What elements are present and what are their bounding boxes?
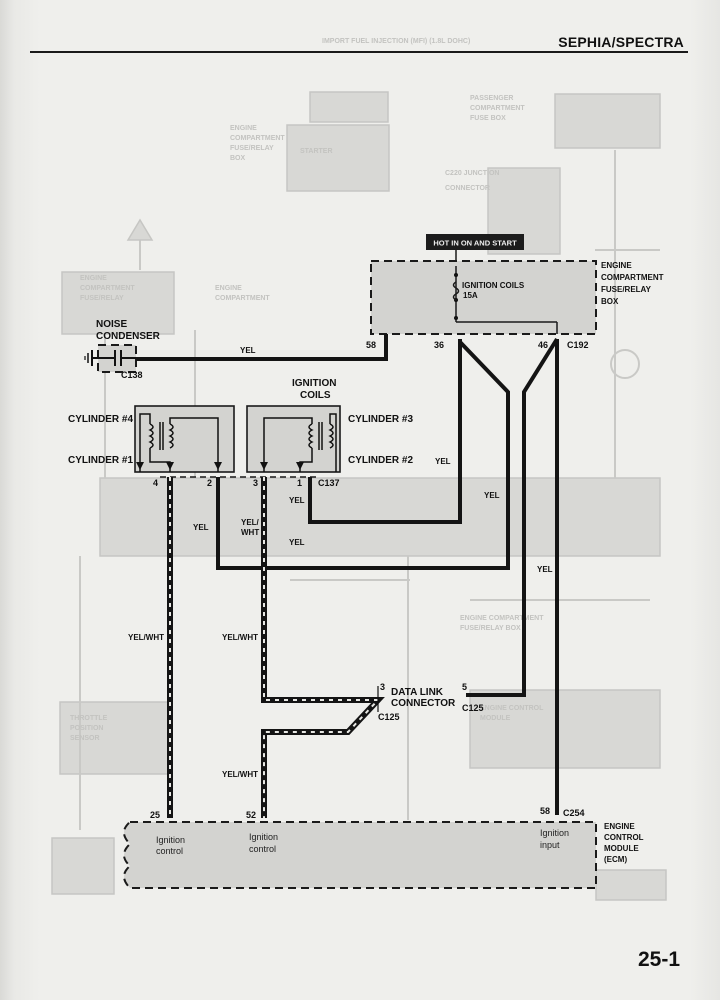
wire-pin46-dlc [466,337,559,697]
page-number: 25-1 [637,948,680,971]
c138-label: C138 [121,370,143,380]
svg-text:FUSE/RELAY: FUSE/RELAY [80,295,124,302]
svg-text:FUSE/RELAY BOX: FUSE/RELAY BOX [460,625,521,632]
wire-label-yelwht-mid: YEL/WHT [222,633,258,642]
cylinder-4-label: CYLINDER #4 [68,414,133,425]
ecm-line2: CONTROL [604,833,644,842]
svg-text:ENGINE CONTROL: ENGINE CONTROL [480,705,544,712]
dlc-pin-3: 3 [380,682,385,692]
efb-line1: ENGINE [601,261,632,270]
ecm-line3: MODULE [604,844,639,853]
hot-in-on-start-bar [426,234,524,250]
svg-text:MODULE: MODULE [480,715,511,722]
cylinder-1-label: CYLINDER #1 [68,455,133,466]
pin-58-fuse: 58 [366,340,376,350]
efb-line3: FUSE/RELAY [601,285,652,294]
ecm-pin25-desc-b: control [156,846,183,856]
engine-fuse-relay-box [370,250,597,335]
svg-text:FUSE/RELAY: FUSE/RELAY [230,145,274,152]
pin-3: 3 [253,478,258,488]
pin-4: 4 [153,478,158,488]
fuse-rating: 15A [463,291,478,300]
svg-text:ENGINE: ENGINE [230,125,257,132]
svg-text:IMPORT FUEL INJECTION (MFI) (1: IMPORT FUEL INJECTION (MFI) (1.8L DOHC) [322,38,470,45]
wire-label-far-right: YEL [537,565,553,574]
coils-line2: COILS [300,390,331,401]
svg-text:COMPARTMENT: COMPARTMENT [230,135,285,142]
wire-label-pin3-b: WHT [241,528,259,537]
cylinder-2-label: CYLINDER #2 [348,455,413,466]
condenser-line2: CONDENSER [96,331,161,342]
c254-label: C254 [563,808,585,818]
pin-2: 2 [207,478,212,488]
dlc-pin-5: 5 [462,682,467,692]
efb-line4: BOX [601,297,619,306]
page-header-title: SEPHIA/SPECTRA [558,34,684,50]
c125-label-b: C125 [462,703,484,713]
svg-text:C220 JUNCTION: C220 JUNCTION [445,170,499,177]
svg-text:CONNECTOR: CONNECTOR [445,185,490,192]
wire-label-pin1: YEL [289,496,305,505]
svg-text:FUSE BOX: FUSE BOX [470,115,506,122]
fuse-symbol [452,281,460,301]
svg-text:THROTTLE: THROTTLE [70,715,108,722]
svg-text:COMPARTMENT: COMPARTMENT [215,295,270,302]
wire-label-yelwht-left: YEL/WHT [128,633,164,642]
wire-label-pin2: YEL [193,523,209,532]
wire-label-c137-right: YEL [435,457,451,466]
ecm-pin-25: 25 [150,810,160,820]
c137-label: C137 [318,478,340,488]
ecm-pin-58: 58 [540,806,550,816]
hot-in-on-start-label: HOT IN ON AND START [433,239,517,248]
wire-pin2-yel [216,340,510,570]
wire-condenser-yel [136,334,388,361]
coils-line1: IGNITION [292,378,336,389]
condenser-line1: NOISE [96,319,127,330]
svg-text:ENGINE COMPARTMENT: ENGINE COMPARTMENT [460,615,544,622]
ecm-line4: (ECM) [604,855,627,864]
ecm-pin52-desc-a: Ignition [249,832,278,842]
fuse-label: IGNITION COILS [462,281,525,290]
ecm-pin58-desc-b: input [540,840,560,850]
wire-label-yelwht-bottom: YEL/WHT [222,770,258,779]
ignition-coil-right [246,405,341,473]
svg-text:COMPARTMENT: COMPARTMENT [80,285,135,292]
svg-text:STARTER: STARTER [300,148,333,155]
c192-label: C192 [567,340,589,350]
noise-condenser [84,344,137,373]
svg-text:POSITION: POSITION [70,725,103,732]
wire-label-lower: YEL [289,538,305,547]
cylinder-3-label: CYLINDER #3 [348,414,413,425]
wire-label-mid-right: YEL [484,491,500,500]
svg-text:BOX: BOX [230,155,246,162]
ecm-pin25-desc-a: Ignition [156,835,185,845]
pin-46: 46 [538,340,548,350]
efb-line2: COMPARTMENT [601,273,664,282]
svg-text:ENGINE: ENGINE [80,275,107,282]
striped-wire-pin3-ecm52 [261,477,385,818]
bleed-through-background: IMPORT FUEL INJECTION (MFI) (1.8L DOHC) … [51,38,667,901]
ignition-coil-left [134,405,235,473]
dlc-line1: DATA LINK [391,687,444,698]
dlc-line2: CONNECTOR [391,698,456,709]
ecm-pin58-desc-a: Ignition [540,828,569,838]
ecm-pin52-desc-b: control [249,844,276,854]
ecm-pin-52: 52 [246,810,256,820]
pin-1: 1 [297,478,302,488]
wire-pin1-yel [308,339,462,524]
svg-text:SENSOR: SENSOR [70,735,100,742]
svg-text:COMPARTMENT: COMPARTMENT [470,105,525,112]
svg-text:ENGINE: ENGINE [215,285,242,292]
svg-text:PASSENGER: PASSENGER [470,95,513,102]
ecm-line1: ENGINE [604,822,635,831]
c125-label-a: C125 [378,712,400,722]
wire-label-condenser: YEL [240,346,256,355]
pin-36: 36 [434,340,444,350]
wire-label-pin3-a: YEL/ [241,518,260,527]
ecm-box [123,821,597,889]
